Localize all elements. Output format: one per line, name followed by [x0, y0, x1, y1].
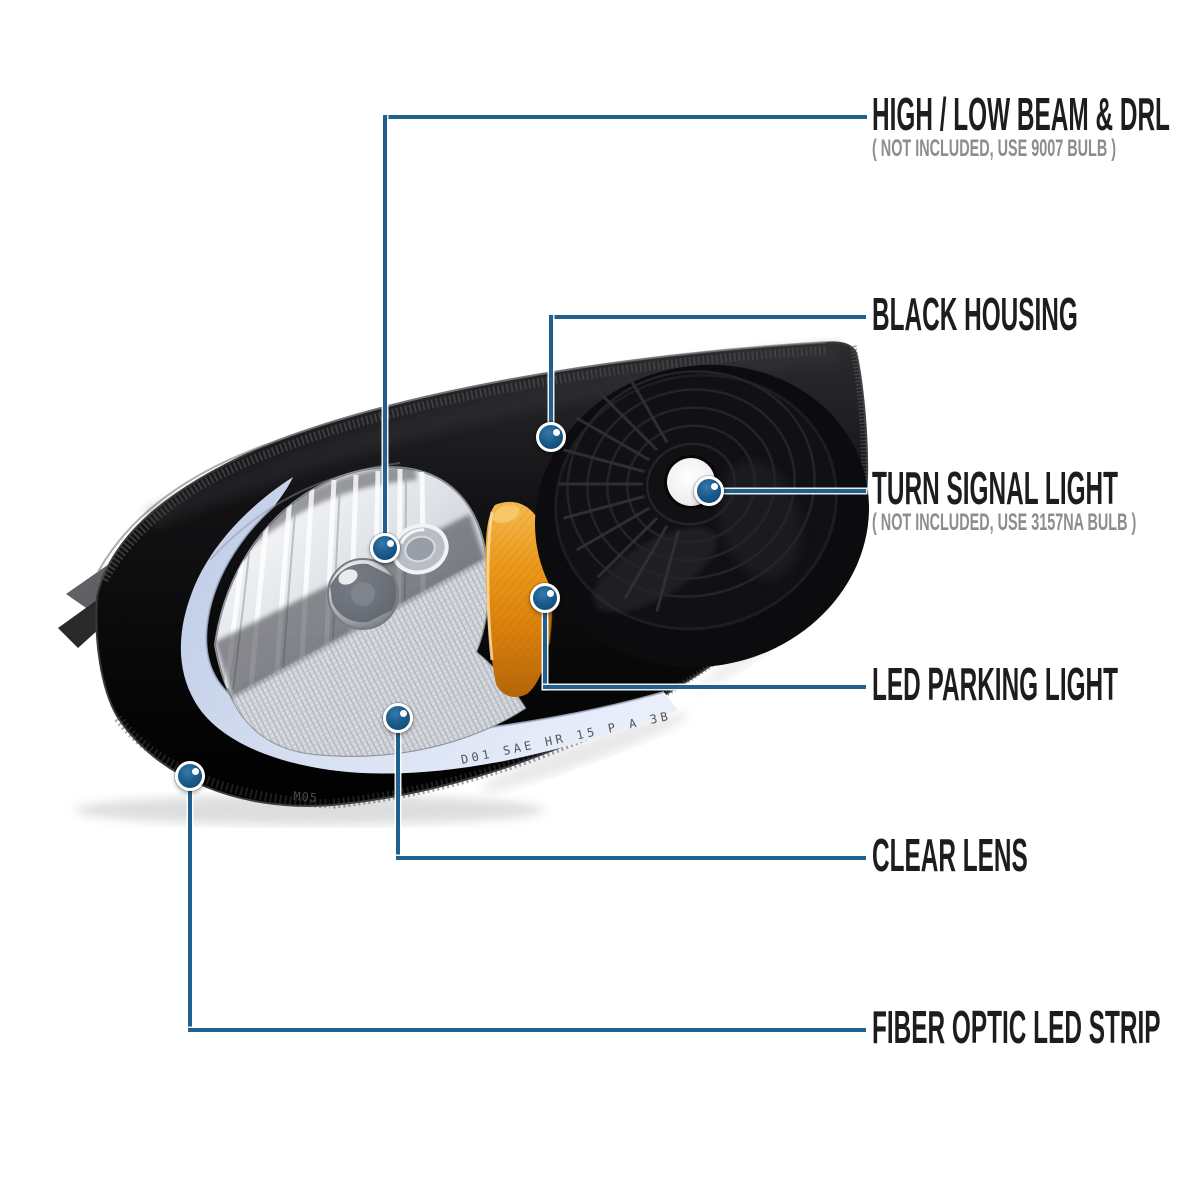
dot-glint: [553, 429, 560, 436]
callout-title: TURN SIGNAL LIGHT: [872, 462, 1119, 514]
recess-fan-ribs: [559, 368, 681, 612]
leader-line: [396, 856, 866, 860]
leader-line: [549, 315, 553, 439]
lens-marking-m05: M05: [293, 789, 319, 805]
callout-label: BLACK HOUSING: [872, 291, 1200, 338]
callout-title: LED PARKING LIGHT: [872, 658, 1119, 710]
leader-line: [543, 598, 547, 689]
callout-label: FIBER OPTIC LED STRIP: [872, 1004, 1200, 1051]
amber-side-reflector: [485, 501, 553, 698]
callout-dot: [370, 533, 400, 563]
callout-title: BLACK HOUSING: [872, 288, 1078, 340]
callout-subtitle: ( NOT INCLUDED, USE 3157NA BULB ): [872, 509, 1137, 536]
leader-line: [551, 315, 866, 319]
callout-dot: [530, 583, 560, 613]
callout-label: LED PARKING LIGHT: [872, 661, 1200, 708]
callout-dot: [175, 761, 205, 791]
dot-glint: [711, 483, 718, 490]
callout-subtitle: ( NOT INCLUDED, USE 9007 BULB ): [872, 135, 1117, 162]
leader-line: [385, 115, 867, 119]
callout-title: CLEAR LENS: [872, 829, 1028, 881]
dot-glint: [547, 590, 554, 597]
callout-dot: [536, 422, 566, 452]
turn-signal-recess: [535, 364, 869, 668]
main-bulb: [327, 558, 399, 630]
leader-line: [188, 1028, 866, 1032]
callout-title: HIGH / LOW BEAM & DRL: [872, 88, 1170, 140]
callout-label: CLEAR LENS: [872, 832, 1166, 879]
leader-line: [709, 489, 866, 493]
callout-dot: [694, 476, 724, 506]
recess-rings: [566, 370, 816, 598]
leader-line: [383, 115, 387, 551]
dot-glint: [387, 540, 394, 547]
projector-ring: [391, 523, 449, 575]
leader-line: [188, 776, 192, 1032]
dot-glint: [400, 710, 407, 717]
leader-line: [396, 718, 400, 860]
callout-label: HIGH / LOW BEAM & DRL ( NOT INCLUDED, US…: [872, 91, 1200, 162]
callout-dot: [383, 703, 413, 733]
dot-glint: [192, 768, 199, 775]
leader-line: [543, 685, 866, 689]
callout-title: FIBER OPTIC LED STRIP: [872, 1001, 1161, 1053]
callout-label: TURN SIGNAL LIGHT ( NOT INCLUDED, USE 31…: [872, 465, 1200, 536]
